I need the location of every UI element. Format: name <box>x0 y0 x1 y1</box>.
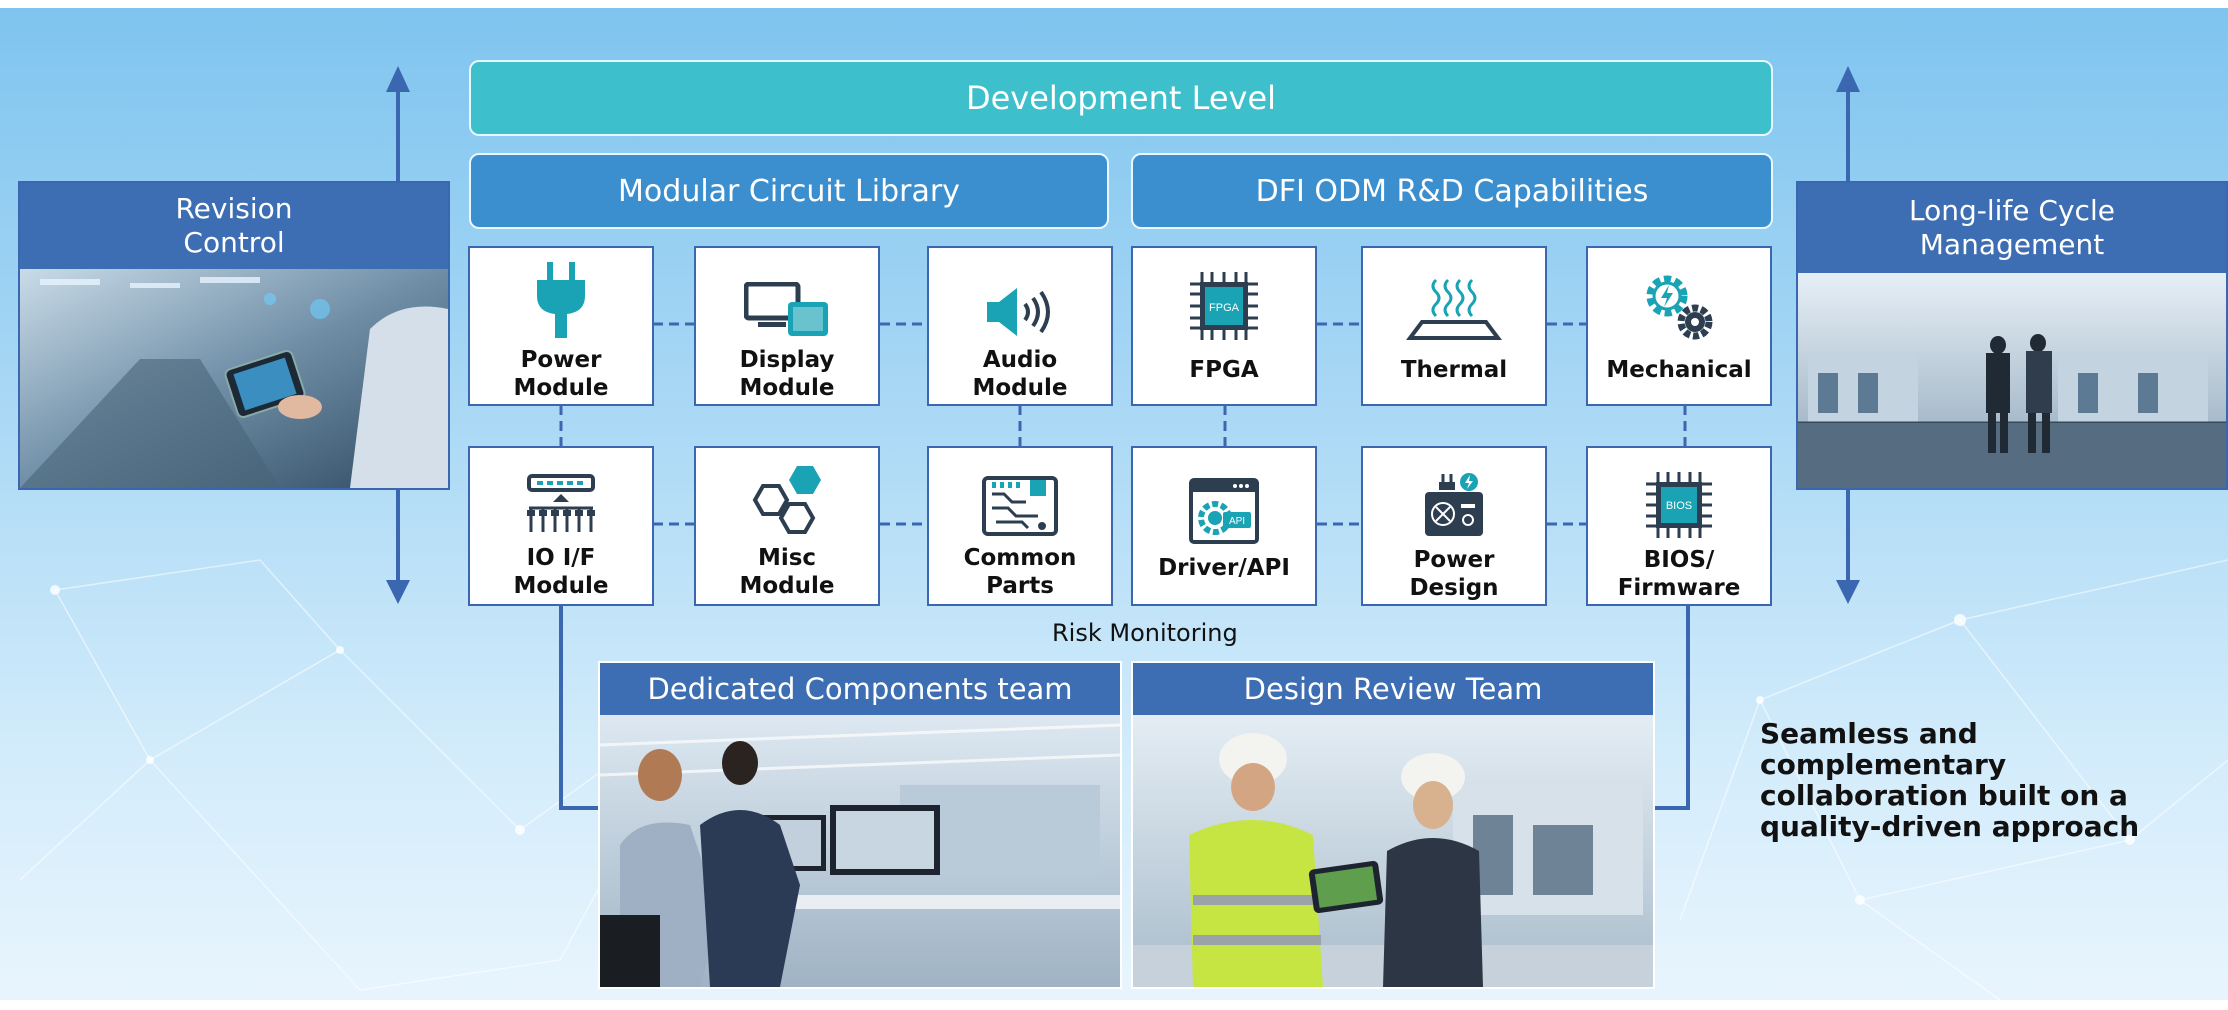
module-label: Mechanical <box>1606 357 1752 383</box>
risk-monitoring-label: Risk Monitoring <box>1052 619 1238 647</box>
module-label: Driver/API <box>1158 555 1290 581</box>
factory-floor-photo <box>1798 273 2226 488</box>
module-thermal: Thermal <box>1361 246 1547 406</box>
lifecycle-management-panel: Long-life Cycle Management <box>1796 181 2228 490</box>
hexagons-icon <box>745 458 829 536</box>
module-common-parts: Common Parts <box>927 446 1113 606</box>
engineers-with-tablet-photo <box>1133 715 1653 987</box>
module-label: Display Module <box>739 347 835 401</box>
gears-icon <box>1641 264 1717 342</box>
module-driver-api: API Driver/API <box>1131 446 1317 606</box>
module-label: Power Module <box>513 347 609 401</box>
module-bios-firmware: BIOS BIOS/ Firmware <box>1586 446 1772 606</box>
development-level-header: Development Level <box>469 60 1773 136</box>
fpga-chip-icon: FPGA <box>1188 264 1260 342</box>
module-io-if: IO I/F Module <box>468 446 654 606</box>
modular-circuit-library-header: Modular Circuit Library <box>469 153 1109 229</box>
module-misc: Misc Module <box>694 446 880 606</box>
module-label: Audio Module <box>972 347 1068 401</box>
fpga-chip-text: FPGA <box>1209 302 1240 314</box>
components-team-title: Dedicated Components team <box>600 663 1120 715</box>
components-team-panel: Dedicated Components team <box>598 661 1122 989</box>
module-label: Common Parts <box>963 545 1077 599</box>
bottom-strip <box>0 1000 2228 1010</box>
module-power: Power Module <box>468 246 654 406</box>
module-display: Display Module <box>694 246 880 406</box>
thermal-heat-icon <box>1406 264 1502 342</box>
module-label: Thermal <box>1400 357 1508 383</box>
speaker-icon <box>985 260 1055 338</box>
module-label: IO I/F Module <box>513 545 609 599</box>
module-audio: Audio Module <box>927 246 1113 406</box>
lifecycle-management-title: Long-life Cycle Management <box>1798 183 2226 273</box>
module-label: FPGA <box>1189 357 1259 383</box>
module-label: BIOS/ Firmware <box>1617 547 1741 601</box>
module-power-design: Power Design <box>1361 446 1547 606</box>
circuit-board-icon <box>982 458 1058 536</box>
tagline-text: Seamless and complementary collaboration… <box>1760 717 2140 843</box>
revision-control-title: Revision Control <box>20 183 448 269</box>
module-fpga: FPGA FPGA <box>1131 246 1317 406</box>
bios-chip-icon: BIOS <box>1644 462 1714 540</box>
bios-chip-text: BIOS <box>1666 500 1692 512</box>
design-review-team-title: Design Review Team <box>1133 663 1653 715</box>
module-label: Misc Module <box>739 545 835 599</box>
odm-capabilities-header: DFI ODM R&D Capabilities <box>1131 153 1773 229</box>
engineers-at-desk-photo <box>599 715 1121 987</box>
api-window-icon: API <box>1189 466 1259 544</box>
power-plug-icon <box>531 260 591 338</box>
design-review-team-panel: Design Review Team <box>1131 661 1655 989</box>
module-label: Power Design <box>1409 547 1499 601</box>
api-badge-text: API <box>1229 516 1245 527</box>
power-supply-icon <box>1421 462 1487 540</box>
module-mechanical: Mechanical <box>1586 246 1772 406</box>
factory-tablet-photo <box>20 269 448 488</box>
io-interface-icon <box>523 458 599 536</box>
top-strip <box>0 0 2228 8</box>
display-devices-icon <box>744 260 830 338</box>
revision-control-panel: Revision Control <box>18 181 450 490</box>
